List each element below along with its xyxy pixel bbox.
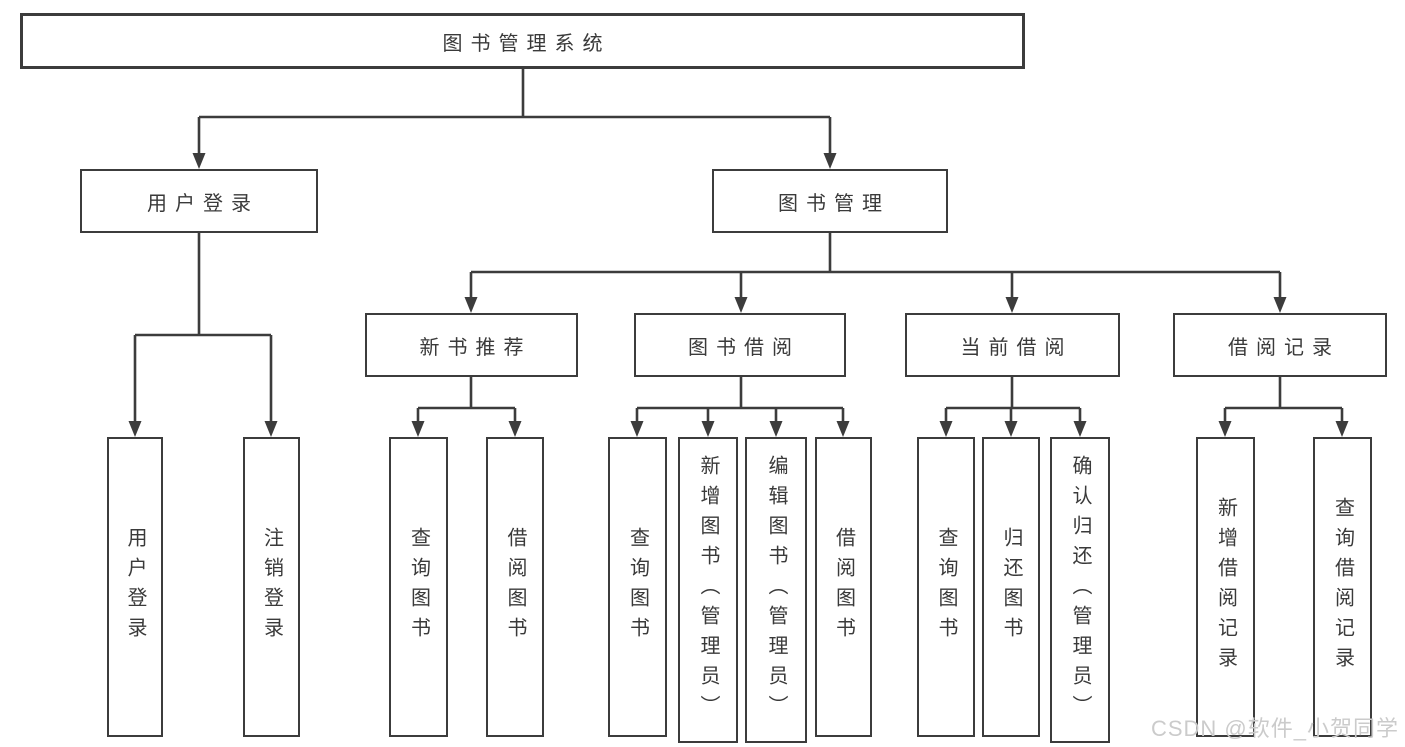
leaf-confirm-return-admin-label: 确认归还（管理员） <box>1069 455 1091 725</box>
leaf-user-login: 用户登录 <box>107 437 163 737</box>
leaf-query-borrow-record: 查询借阅记录 <box>1313 437 1372 737</box>
leaf-logout-label: 注销登录 <box>260 527 283 647</box>
node-user-login-label: 用户登录 <box>147 192 259 215</box>
node-book-borrow-label: 图书借阅 <box>688 336 800 359</box>
leaf-confirm-return-admin: 确认归还（管理员） <box>1050 437 1110 743</box>
leaf-logout: 注销登录 <box>243 437 300 737</box>
node-current-borrow: 当前借阅 <box>905 313 1120 377</box>
leaf-borrow-books-recommend-label: 借阅图书 <box>504 527 526 647</box>
leaf-borrow-books-borrow-label: 借阅图书 <box>832 527 855 647</box>
leaf-query-books-current-label: 查询图书 <box>935 527 957 647</box>
leaf-query-books-current: 查询图书 <box>917 437 975 737</box>
arrowhead-icons <box>128 153 1349 437</box>
leaf-query-books-borrow-label: 查询图书 <box>626 527 649 647</box>
node-book-borrow: 图书借阅 <box>634 313 846 377</box>
node-current-borrow-label: 当前借阅 <box>960 336 1073 359</box>
node-book-management-label: 图书管理 <box>778 192 890 215</box>
leaf-return-book: 归还图书 <box>982 437 1040 737</box>
leaf-edit-book-admin-label: 编辑图书（管理员） <box>765 455 787 725</box>
node-book-management: 图书管理 <box>712 169 948 233</box>
leaf-borrow-books-recommend: 借阅图书 <box>486 437 544 737</box>
leaf-add-borrow-record-label: 新增借阅记录 <box>1214 497 1237 677</box>
watermark: CSDN @软件_小贺同学 <box>1150 716 1399 741</box>
connector-edges <box>133 69 1344 422</box>
node-user-login: 用户登录 <box>80 169 318 233</box>
leaf-query-books-borrow: 查询图书 <box>608 437 667 737</box>
leaf-borrow-books-borrow: 借阅图书 <box>815 437 872 737</box>
node-borrow-records: 借阅记录 <box>1173 313 1387 377</box>
leaf-query-books-recommend-label: 查询图书 <box>407 527 430 647</box>
leaf-add-borrow-record: 新增借阅记录 <box>1196 437 1255 737</box>
leaf-user-login-label: 用户登录 <box>124 527 146 647</box>
node-new-book-recommend-label: 新书推荐 <box>419 336 532 359</box>
leaf-query-borrow-record-label: 查询借阅记录 <box>1331 497 1354 677</box>
leaf-query-books-recommend: 查询图书 <box>389 437 448 737</box>
leaf-add-book-admin: 新增图书（管理员） <box>678 437 738 743</box>
node-new-book-recommend: 新书推荐 <box>365 313 578 377</box>
leaf-edit-book-admin: 编辑图书（管理员） <box>745 437 807 743</box>
node-borrow-records-label: 借阅记录 <box>1228 336 1340 359</box>
node-root-system: 图书管理系统 <box>20 13 1025 69</box>
node-root-label: 图书管理系统 <box>442 32 611 55</box>
leaf-return-book-label: 归还图书 <box>1000 527 1022 647</box>
leaf-add-book-admin-label: 新增图书（管理员） <box>697 455 719 725</box>
